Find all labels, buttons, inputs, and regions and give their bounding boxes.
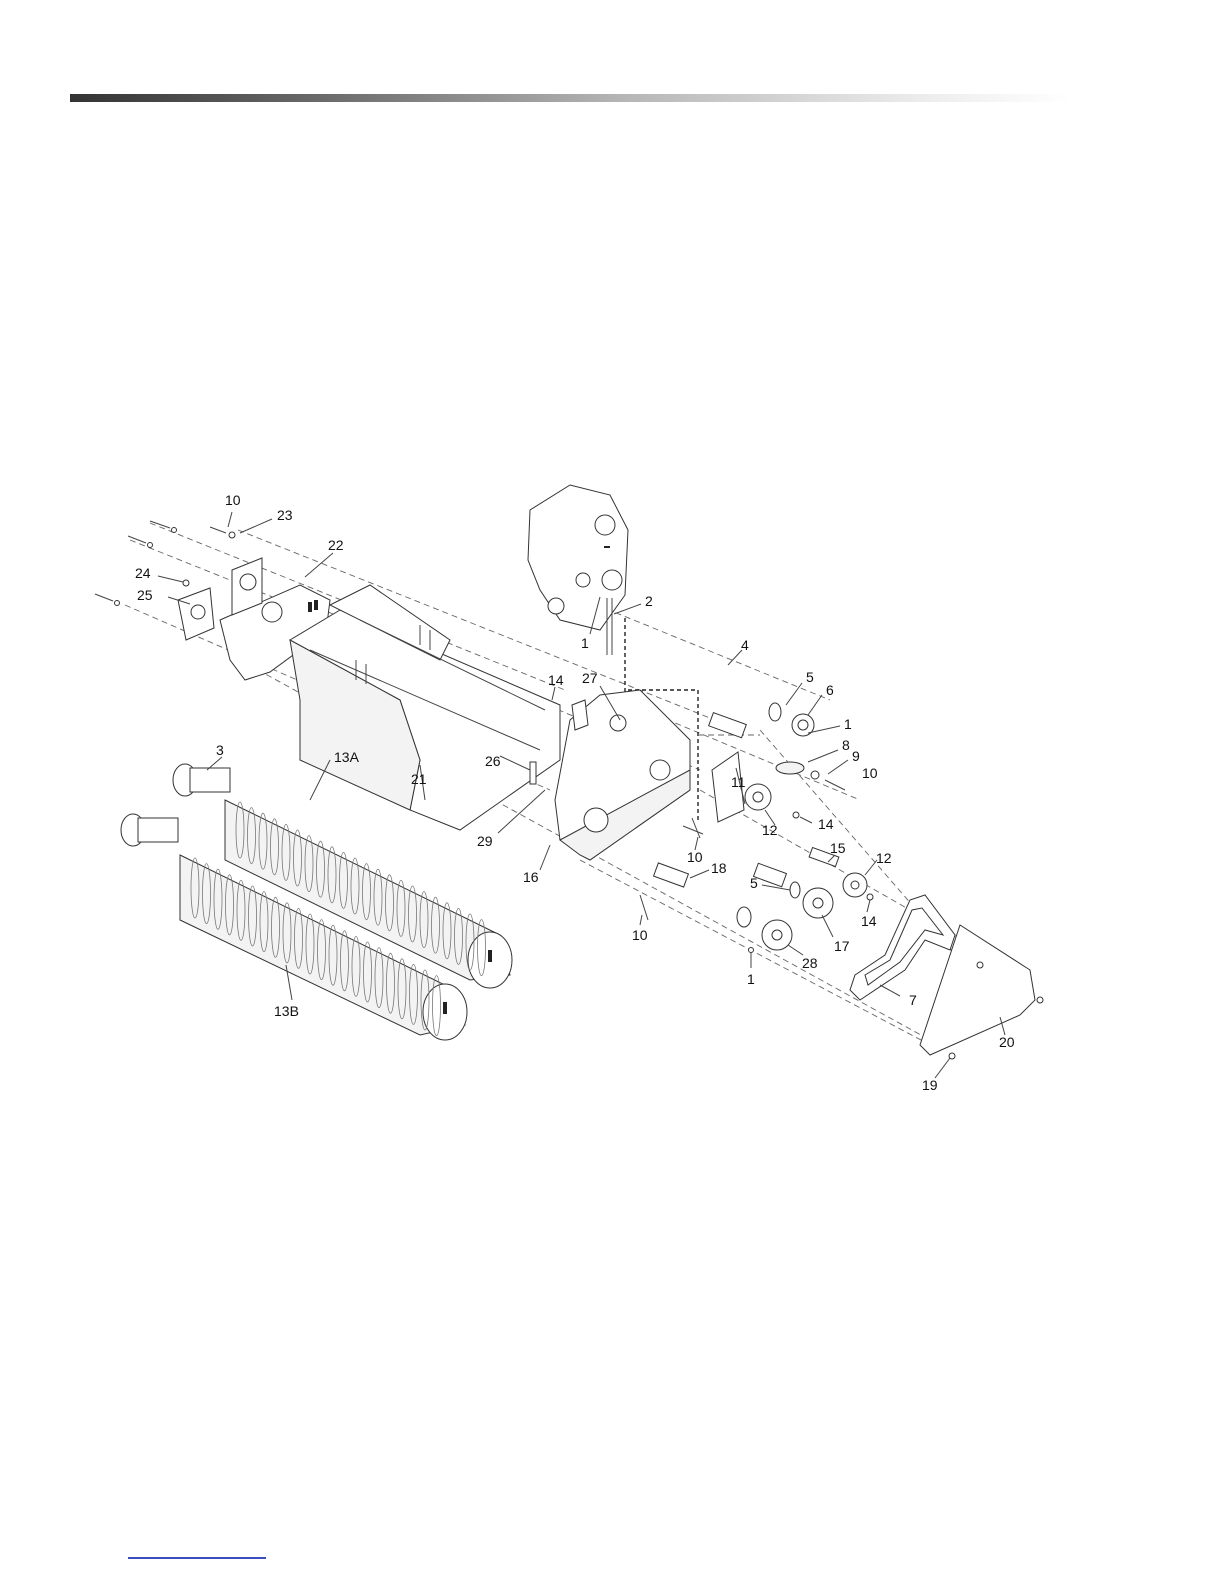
callout-11: 11 (731, 774, 746, 790)
callout-14: 14 (861, 913, 877, 929)
callout-5: 5 (806, 669, 814, 685)
callout-28: 28 (802, 955, 818, 971)
callout-8: 8 (842, 737, 850, 753)
callout-9: 9 (852, 748, 860, 764)
callout-16: 16 (523, 869, 539, 885)
callout-20: 20 (999, 1034, 1015, 1050)
callout-10: 10 (225, 492, 241, 508)
callout-23: 23 (277, 507, 293, 523)
callout-1: 1 (581, 635, 589, 651)
callout-2: 2 (645, 593, 653, 609)
callout-25: 25 (137, 587, 153, 603)
callout-21: 21 (411, 771, 427, 787)
callout-1: 1 (747, 971, 755, 987)
callout-19: 19 (922, 1077, 938, 1093)
callout-10: 10 (687, 849, 703, 865)
callout-14: 14 (548, 672, 564, 688)
callout-1: 1 (844, 716, 852, 732)
callout-17: 17 (834, 938, 850, 954)
callout-12: 12 (876, 850, 892, 866)
callout-29: 29 (477, 833, 493, 849)
callout-24: 24 (135, 565, 151, 581)
callout-14: 14 (818, 816, 834, 832)
gearbox-cover (528, 485, 628, 655)
callout-5: 5 (750, 875, 758, 891)
callout-10: 10 (862, 765, 878, 781)
callout-27: 27 (582, 670, 598, 686)
callout-12: 12 (762, 822, 778, 838)
callout-4: 4 (741, 637, 749, 653)
callout-13a: 13A (334, 749, 360, 765)
callout-26: 26 (485, 753, 501, 769)
bolt-set (95, 521, 235, 606)
callout-18: 18 (711, 860, 727, 876)
housing-channel (290, 585, 560, 830)
callout-6: 6 (826, 682, 834, 698)
callout-7: 7 (909, 992, 917, 1008)
callout-15: 15 (830, 840, 846, 856)
side-frame (555, 690, 690, 860)
callout-22: 22 (328, 537, 344, 553)
callout-3: 3 (216, 742, 224, 758)
callout-13b: 13B (274, 1003, 299, 1019)
footer-link-underline[interactable] (128, 1557, 266, 1559)
callout-10: 10 (632, 927, 648, 943)
